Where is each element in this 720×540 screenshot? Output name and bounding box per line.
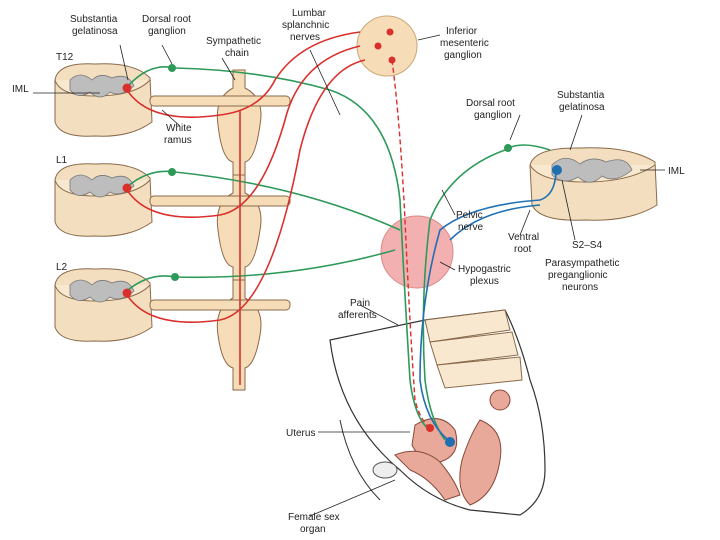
- label-hypogastric-plexus: Hypogastric plexus: [458, 264, 514, 287]
- inferior-mesenteric-ganglion: [356, 15, 418, 77]
- label-white-ramus: White ramus: [164, 123, 194, 146]
- hypogastric-plexus: [380, 215, 454, 289]
- label-substantia-gelatinosa-right: Substantia gelatinosa: [557, 90, 607, 113]
- label-sympathetic-chain: Sympathetic chain: [206, 36, 264, 59]
- label-iml-left: IML: [12, 84, 29, 95]
- parasympathetic-fibers: [419, 171, 557, 441]
- label-substantia-gelatinosa-left: Substantia gelatinosa: [70, 14, 120, 37]
- label-pelvic-nerve: Pelvic nerve: [456, 210, 485, 233]
- label-ventral-root: Ventral root: [508, 232, 542, 255]
- organ-neuron: [445, 437, 455, 447]
- sympathetic-fibers: [126, 31, 366, 385]
- label-uterus: Uterus: [286, 428, 315, 439]
- label-dorsal-root-ganglion-right: Dorsal root ganglion: [466, 98, 518, 121]
- pelvis-illustration: [329, 309, 546, 516]
- iml-neurons: [122, 83, 132, 298]
- label-inferior-mesenteric-ganglion: Inferior mesenteric ganglion: [440, 26, 492, 61]
- organ-sympathetic-neuron: [426, 424, 434, 432]
- sympathetic-fibers-dashed: [391, 59, 431, 429]
- label-s2-s4: S2–S4: [572, 240, 602, 251]
- label-dorsal-root-ganglion-left: Dorsal root ganglion: [142, 14, 194, 37]
- label-pain-afferents: Pain afferents: [338, 298, 377, 321]
- dorsal-root-ganglion-neurons: [168, 64, 512, 281]
- spinal-segment-l1: [54, 163, 153, 237]
- spinal-segment-l2: [54, 268, 153, 342]
- spinal-segment-t12: [54, 63, 153, 137]
- label-l2: L2: [56, 262, 68, 273]
- label-iml-right: IML: [668, 166, 685, 177]
- label-parasympathetic-neurons: Parasympathetic preganglionic neurons: [545, 258, 622, 293]
- leader-lines: [33, 34, 665, 517]
- label-t12: T12: [56, 52, 74, 63]
- label-l1: L1: [56, 155, 68, 166]
- parasympathetic-neuron: [552, 165, 562, 175]
- label-female-sex-organ: Female sex organ: [288, 512, 342, 535]
- sacral-spinal-segment: [529, 147, 658, 221]
- label-lumbar-splanchnic-nerves: Lumbar splanchnic nerves: [282, 8, 332, 43]
